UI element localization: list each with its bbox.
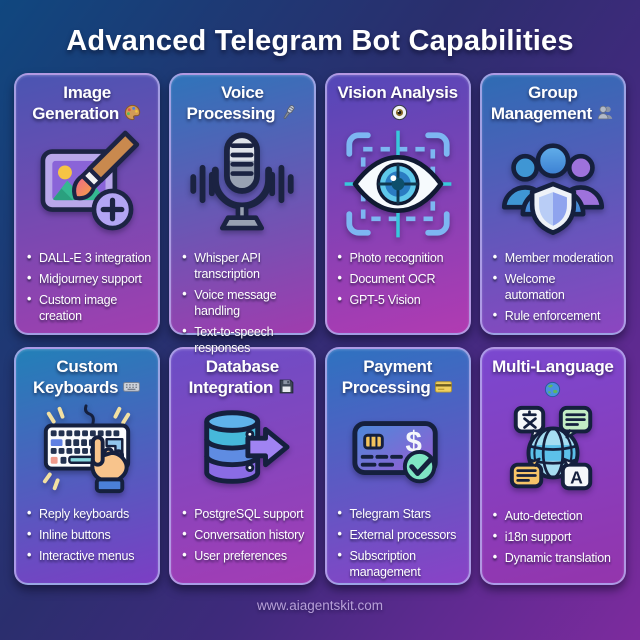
card-title: Multi-Language <box>489 357 617 399</box>
feature-list: Reply keyboards Inline buttons Interacti… <box>23 505 151 569</box>
feature-item: Midjourney support <box>27 270 151 287</box>
feature-item: Welcome automation <box>493 270 617 303</box>
group-management-icon <box>489 126 617 242</box>
card-title-text: Group Management <box>490 83 592 123</box>
card-title: Custom Keyboards <box>23 357 151 397</box>
card-multi-language: Multi-Language A <box>479 347 626 585</box>
payment-processing-icon: $ <box>334 400 462 498</box>
card-title-text: Database Integration <box>188 357 280 397</box>
feature-item: Photo recognition <box>338 249 462 266</box>
card-title: Vision Analysis <box>334 83 462 123</box>
card-title: Group Management <box>489 83 617 123</box>
feature-list: PostgreSQL support Conversation history … <box>178 505 306 569</box>
feature-item: User preferences <box>182 547 306 564</box>
custom-keyboards-icon <box>23 400 151 498</box>
card-title: Database Integration <box>178 357 306 397</box>
card-title: Image Generation <box>23 83 151 123</box>
feature-item: Conversation history <box>182 526 306 543</box>
vision-analysis-icon <box>334 126 462 242</box>
feature-item: Dynamic translation <box>493 549 617 566</box>
globe-emoji-icon <box>543 380 562 399</box>
feature-list: Photo recognition Document OCR GPT-5 Vis… <box>334 249 462 313</box>
card-payment-processing: Payment Processing $ Telegram Stars Exte… <box>324 347 471 585</box>
feature-item: DALL-E 3 integration <box>27 249 151 266</box>
page-title: Advanced Telegram Bot Capabilities <box>66 25 574 57</box>
feature-item: Whisper API transcription <box>182 249 306 282</box>
card-group-management: Group Management Member moderation Welco… <box>479 73 626 335</box>
card-title: Payment Processing <box>334 357 462 397</box>
feature-item: Custom image creation <box>27 291 151 324</box>
card-custom-keyboards: Custom Keyboards <box>14 347 161 585</box>
feature-item: Auto-detection <box>493 507 617 524</box>
keyboard-emoji-icon <box>122 377 141 396</box>
feature-item: Subscription management <box>338 547 462 580</box>
image-generation-icon <box>23 126 151 242</box>
card-database-integration: Database Integration PostgreSQL support … <box>169 347 316 585</box>
feature-item: Telegram Stars <box>338 505 462 522</box>
multi-language-icon: A <box>489 402 617 500</box>
feature-list: DALL-E 3 integration Midjourney support … <box>23 249 151 329</box>
feature-list: Telegram Stars External processors Subsc… <box>334 505 462 585</box>
feature-list: Auto-detection i18n support Dynamic tran… <box>489 507 617 571</box>
feature-item: PostgreSQL support <box>182 505 306 522</box>
microphone-emoji-icon <box>279 103 298 122</box>
feature-item: Inline buttons <box>27 526 151 543</box>
floppy-disk-emoji-icon <box>277 377 296 396</box>
feature-item: Reply keyboards <box>27 505 151 522</box>
feature-item: Voice message handling <box>182 286 306 319</box>
card-title-text: Payment Processing <box>341 357 433 397</box>
card-title-text: Voice Processing <box>186 83 276 123</box>
feature-list: Whisper API transcription Voice message … <box>178 249 306 361</box>
card-image-generation: Image Generation <box>14 73 161 335</box>
feature-item: Member moderation <box>493 249 617 266</box>
feature-item: Interactive menus <box>27 547 151 564</box>
card-title-text: Multi-Language <box>492 357 614 376</box>
eye-emoji-icon <box>390 103 409 122</box>
feature-list: Member moderation Welcome automation Rul… <box>489 249 617 329</box>
letter-a: A <box>570 467 583 487</box>
card-title-text: Custom Keyboards <box>33 357 119 397</box>
busts-emoji-icon <box>596 103 615 122</box>
feature-item: Document OCR <box>338 270 462 287</box>
feature-item: GPT-5 Vision <box>338 291 462 308</box>
card-title-text: Image Generation <box>32 83 119 123</box>
card-voice-processing: Voice Processing Whisper API transcripti… <box>169 73 316 355</box>
credit-card-emoji-icon <box>434 377 453 396</box>
card-title-text: Vision Analysis <box>337 83 459 102</box>
artist-palette-emoji-icon <box>123 103 142 122</box>
footer-url: www.aiagentskit.com <box>256 598 384 613</box>
card-title: Voice Processing <box>178 83 306 123</box>
feature-item: Rule enforcement <box>493 307 617 324</box>
voice-processing-icon <box>178 126 306 242</box>
card-vision-analysis: Vision Analysis Photo recognition Docume… <box>324 73 471 335</box>
feature-item: Text-to-speech responses <box>182 323 306 356</box>
database-integration-icon <box>178 400 306 498</box>
feature-item: External processors <box>338 526 462 543</box>
feature-item: i18n support <box>493 528 617 545</box>
capability-grid: Image Generation <box>0 73 640 585</box>
